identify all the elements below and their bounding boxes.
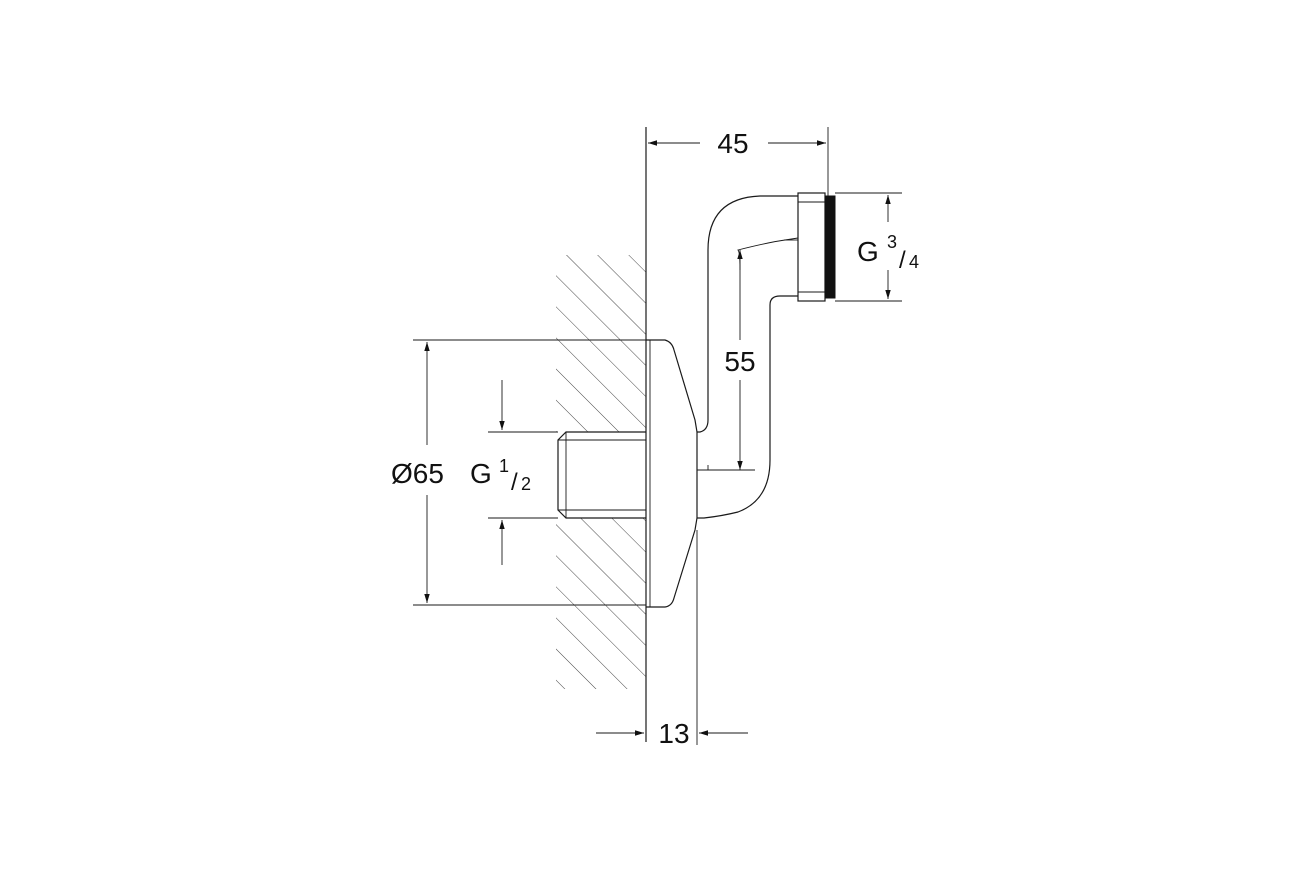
thread-inlet-letter: G bbox=[470, 458, 492, 489]
thread-inlet-numerator: 1 bbox=[499, 456, 509, 476]
wall-upper-hatch bbox=[556, 255, 646, 432]
thread-outlet-numerator: 3 bbox=[887, 232, 897, 252]
thread-outlet-slash: / bbox=[899, 247, 906, 274]
dim-13-label: 13 bbox=[658, 718, 689, 749]
thread-outlet-denominator: 4 bbox=[909, 252, 919, 272]
wall-lower-hatch bbox=[556, 518, 646, 689]
outlet-thread bbox=[797, 192, 836, 302]
thread-outlet-letter: G bbox=[857, 236, 879, 267]
dimension-geometry bbox=[413, 127, 902, 745]
dim-55-label: 55 bbox=[724, 346, 755, 377]
inlet-nipple bbox=[557, 431, 646, 519]
dim-45-label: 45 bbox=[717, 128, 748, 159]
thread-inlet-slash: / bbox=[511, 469, 518, 496]
escutcheon bbox=[646, 339, 698, 608]
thread-outlet-label: G 3 / 4 bbox=[857, 232, 919, 274]
wall-section bbox=[556, 127, 647, 742]
thread-inlet-denominator: 2 bbox=[521, 474, 531, 494]
thread-inlet-label: G 1 / 2 bbox=[470, 456, 531, 496]
dim-d65-label: Ø65 bbox=[391, 458, 444, 489]
